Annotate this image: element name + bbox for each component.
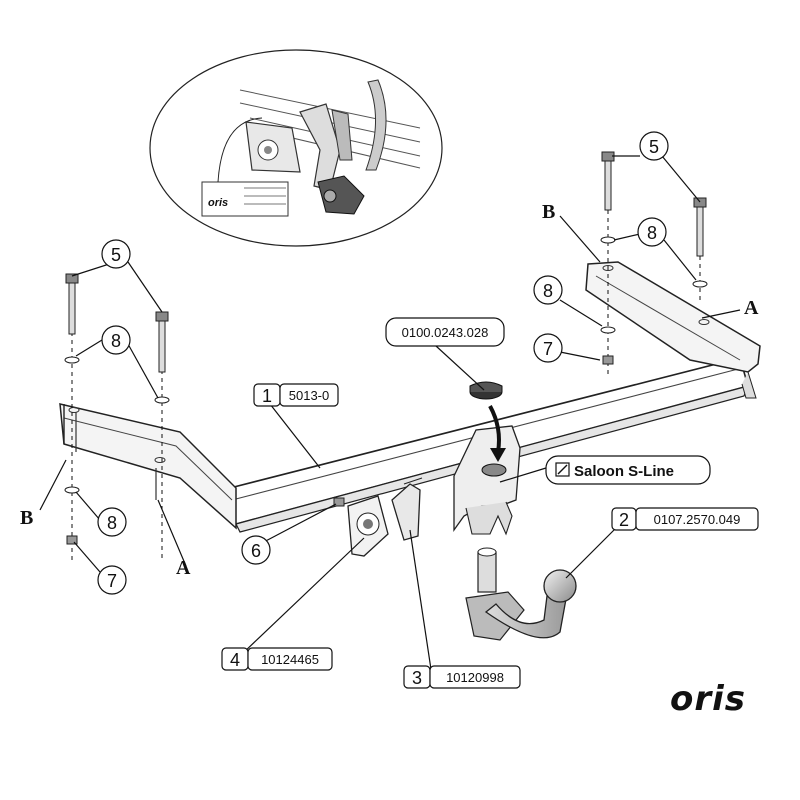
callout-8-right-mid-text: 8: [543, 281, 553, 301]
brand-logo: oris: [670, 679, 746, 719]
point-b-right: B: [542, 201, 555, 223]
fasteners-right: [600, 151, 708, 374]
insert-arrow-head: [490, 448, 506, 462]
flange-plate-part-4: [347, 495, 389, 557]
callout-5-left: 5: [101, 239, 131, 269]
callout-6-text: 6: [251, 541, 261, 561]
tow-ball-part-2: [465, 547, 577, 641]
cap-code: 0100.0243.028: [402, 325, 489, 340]
callout-6: 6: [241, 535, 271, 565]
variant-note-text: Saloon S-Line: [574, 463, 674, 480]
callout-8-right-top: 8: [637, 217, 667, 247]
callout-8-left-top-text: 8: [111, 331, 121, 351]
part-2-code: 0107.2570.049: [654, 512, 741, 527]
inset-plate-brand-text: oris: [208, 197, 228, 209]
part-4-number: 4: [230, 650, 240, 670]
part-callout-4: 4 10124465: [221, 647, 333, 671]
callout-8-left-bottom: 8: [97, 507, 127, 537]
part-2-number: 2: [619, 510, 629, 530]
socket-bracket-part-3: [391, 477, 423, 541]
part-callout-3: 3 10120998: [403, 665, 521, 689]
callout-8-right-mid: 8: [533, 275, 563, 305]
callout-7-left-text: 7: [107, 571, 117, 591]
part-3-number: 3: [412, 668, 422, 688]
leader-lines: [39, 155, 741, 677]
right-side-bracket: [585, 261, 761, 399]
callout-7-left: 7: [97, 565, 127, 595]
part-callout-cap: 0100.0243.028: [385, 317, 505, 347]
callout-5-left-text: 5: [111, 245, 121, 265]
inset-detail-view: oris: [149, 49, 443, 247]
variant-note-box: Saloon S-Line: [545, 455, 711, 485]
part-callout-1: 1 5013-0: [253, 383, 339, 407]
point-a-left: A: [176, 557, 191, 579]
bolt-part-6: [333, 497, 345, 507]
part-1-number: 1: [262, 386, 272, 406]
protective-cap: [469, 381, 503, 400]
callout-8-left-bottom-text: 8: [107, 513, 117, 533]
part-callout-2: 2 0107.2570.049: [611, 507, 759, 531]
callout-7-right-text: 7: [543, 339, 553, 359]
callout-8-left-top: 8: [101, 325, 131, 355]
callout-5-right: 5: [639, 131, 669, 161]
part-4-code: 10124465: [261, 652, 319, 667]
point-a-right: A: [744, 297, 759, 319]
left-side-bracket: [59, 403, 237, 530]
part-1-code: 5013-0: [289, 388, 329, 403]
callout-8-right-top-text: 8: [647, 223, 657, 243]
part-3-code: 10120998: [446, 670, 504, 685]
callout-5-right-text: 5: [649, 137, 659, 157]
fasteners-left: [64, 273, 170, 560]
point-b-left: B: [20, 507, 33, 529]
callout-7-right: 7: [533, 333, 563, 363]
